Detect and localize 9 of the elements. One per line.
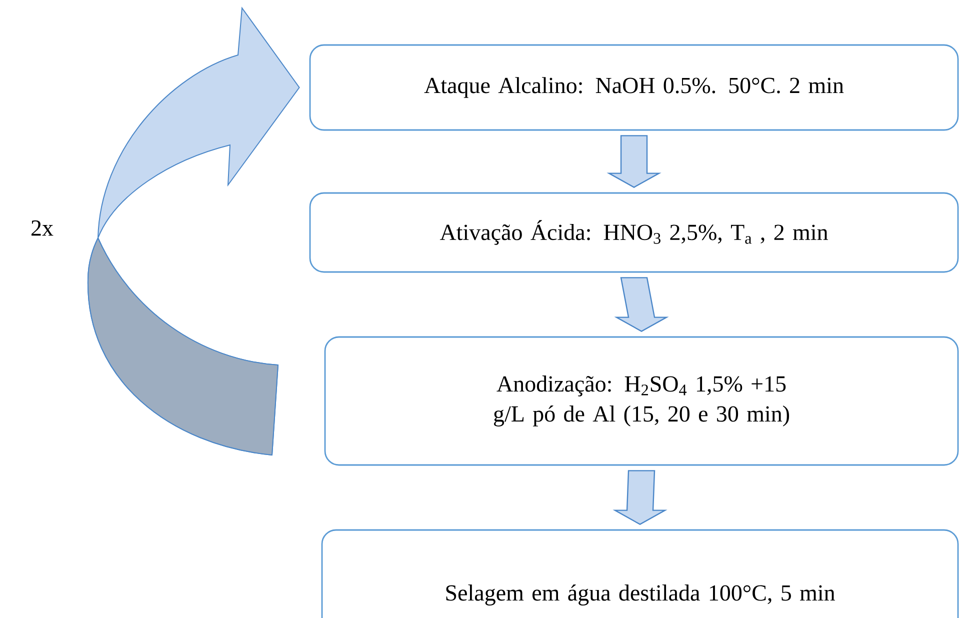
process-box: Ativação Ácida: HNO$_{3}$ 2,5%, T$_{a}$ , 2 min	[309, 192, 959, 273]
process-box: Anodização: H$_{2}$SO$_{4}$ 1,5% +15 g/L pó de Al (15, 20 e 30 min)	[324, 336, 959, 466]
process-box: Selagem em água destilada 100°C, 5 min	[321, 529, 959, 618]
block-arrow	[606, 135, 662, 188]
block-arrow	[614, 277, 669, 332]
repeat-label: 2x	[32, 220, 54, 236]
process-box: Ataque Alcalino: NaOH 0.5%. 50°C. 2 min	[309, 44, 959, 131]
curved-arrow	[88, 8, 300, 456]
block-arrow	[612, 470, 668, 525]
